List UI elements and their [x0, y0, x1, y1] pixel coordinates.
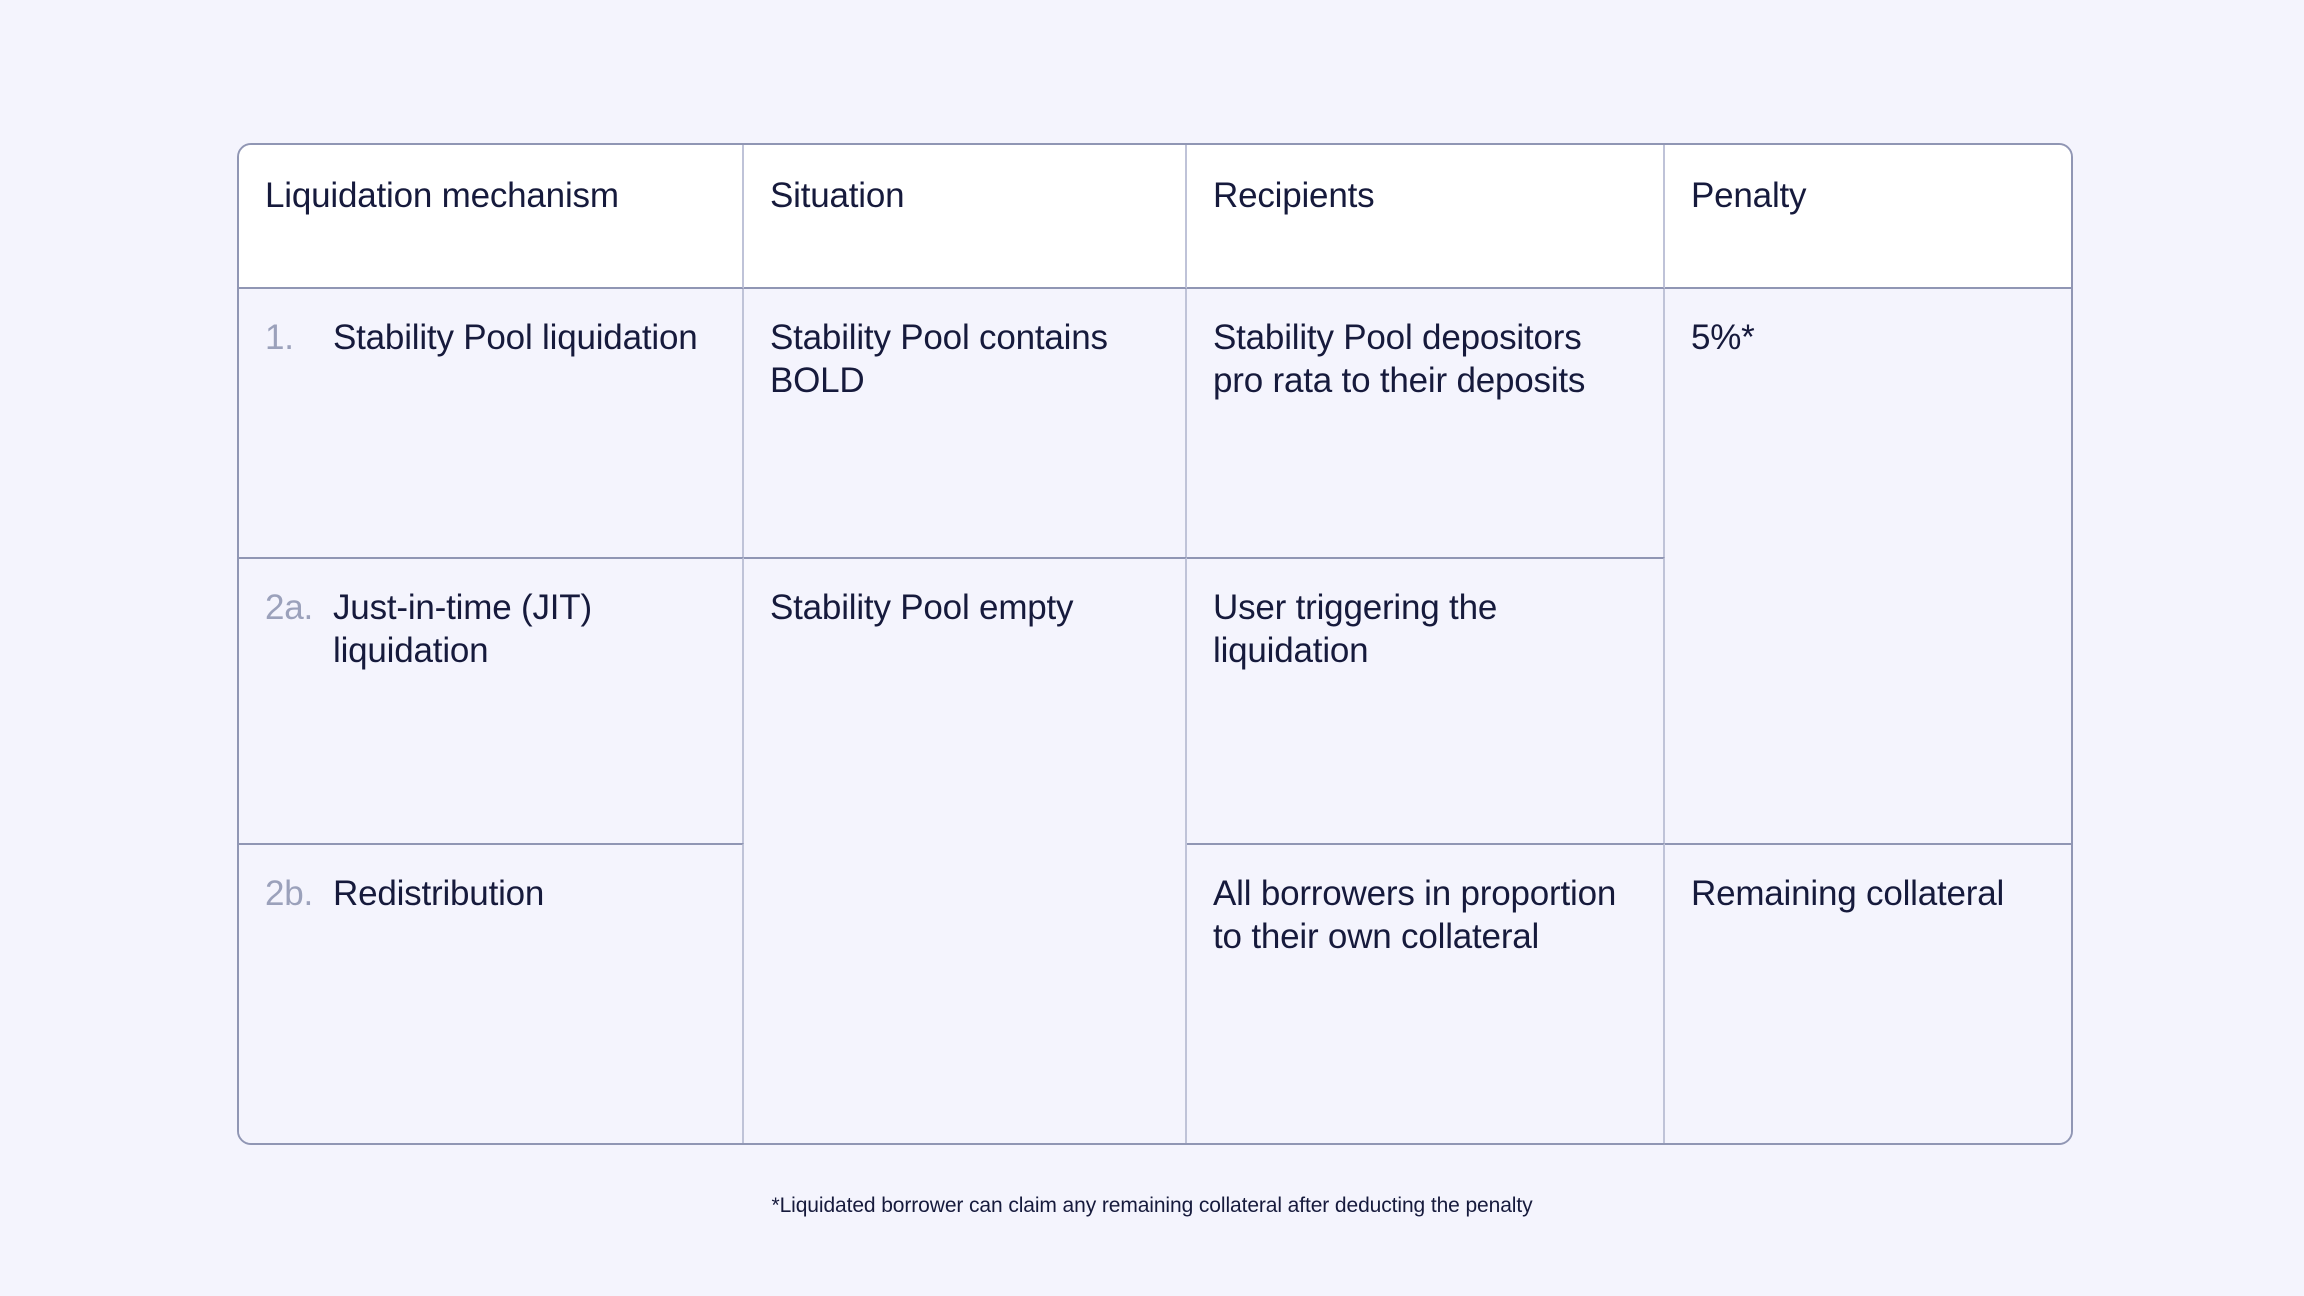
table-body: 1. Stability Pool liquidation Stability … — [239, 289, 2071, 1143]
cell-mechanism-2a: 2a. Just-in-time (JIT) liquidation — [239, 557, 744, 843]
table-header: Liquidation mechanism Situation Recipien… — [239, 145, 2071, 289]
column-header-penalty: Penalty — [1665, 145, 2071, 289]
cell-mechanism-1: 1. Stability Pool liquidation — [239, 289, 744, 557]
table-row: 2a. Just-in-time (JIT) liquidation Stabi… — [239, 557, 2071, 1143]
row-number: 1. — [265, 318, 294, 357]
table-row: 2b. Redistribution All borrowers in prop… — [239, 843, 2071, 1143]
column-header-liquidation-mechanism: Liquidation mechanism — [239, 145, 744, 289]
table-footnote: *Liquidated borrower can claim any remai… — [771, 1194, 1533, 1217]
liquidation-table-container: Liquidation mechanism Situation Recipien… — [237, 143, 2073, 1145]
cell-recipients-2a: User triggering the liquidation — [1187, 557, 1665, 843]
row-number: 2a. — [265, 588, 314, 627]
column-header-situation: Situation — [744, 145, 1187, 289]
cell-recipients-2b: All borrowers in proportion to their own… — [1187, 843, 1665, 1143]
mechanism-entry: 1. Stability Pool liquidation — [265, 317, 716, 360]
cell-penalty-2b: Remaining collateral — [1665, 843, 2071, 1143]
mechanism-label: Redistribution — [333, 874, 545, 913]
cell-situation-2a: Stability Pool empty — [744, 557, 1187, 1143]
header-row: Liquidation mechanism Situation Recipien… — [239, 145, 2071, 289]
table-row: 1. Stability Pool liquidation Stability … — [239, 289, 2071, 843]
row-number: 2b. — [265, 874, 314, 913]
cell-situation-1: Stability Pool contains BOLD — [744, 289, 1187, 557]
liquidation-mechanism-table: Liquidation mechanism Situation Recipien… — [237, 143, 2073, 1145]
cell-penalty-1: 5%* — [1665, 289, 2071, 843]
mechanism-entry: 2b. Redistribution — [265, 873, 716, 916]
mechanism-label: Just-in-time (JIT) liquidation — [333, 588, 592, 670]
cell-recipients-1: Stability Pool depositors pro rata to th… — [1187, 289, 1665, 557]
cell-mechanism-2b: 2b. Redistribution — [239, 843, 744, 1143]
mechanism-entry: 2a. Just-in-time (JIT) liquidation — [265, 587, 716, 672]
mechanism-label: Stability Pool liquidation — [333, 318, 698, 357]
column-header-recipients: Recipients — [1187, 145, 1665, 289]
